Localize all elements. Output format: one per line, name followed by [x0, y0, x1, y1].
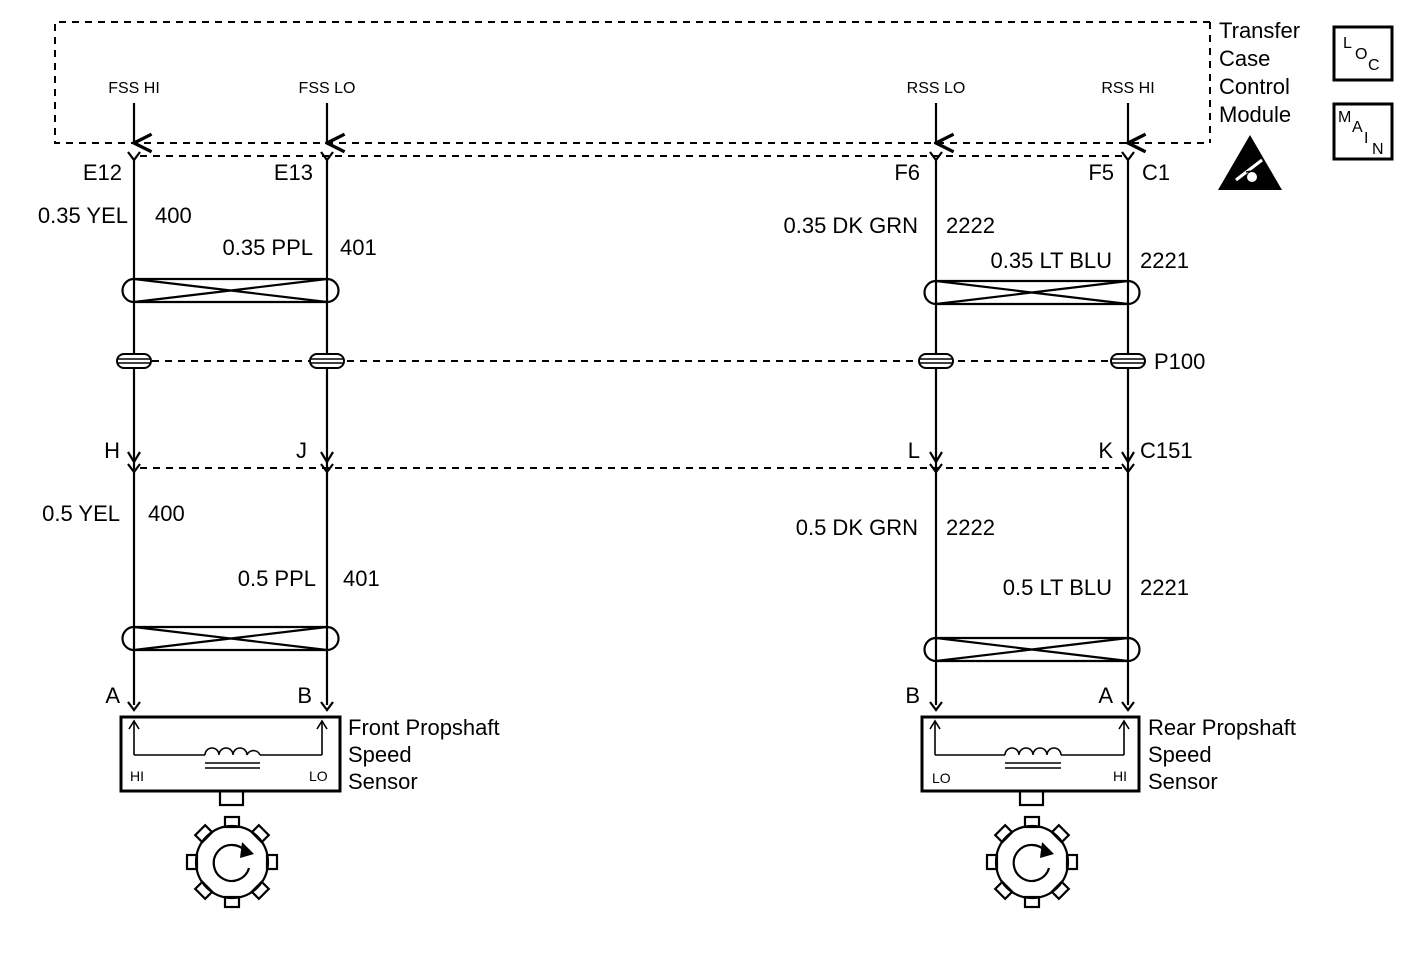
front-sensor-terminal-hi: HI: [130, 768, 144, 784]
main-badge: M A I N: [1332, 102, 1394, 161]
wire-2221-lower-circuit: 2221: [1140, 575, 1189, 600]
connector-c151: C151: [1140, 438, 1193, 463]
wire-2221-lower-gauge: 0.5 LT BLU: [1003, 575, 1112, 600]
wire-400-lower-circuit: 400: [148, 501, 185, 526]
front-sensor-pin-b: B: [297, 683, 312, 708]
wire-2222-lower-gauge: 0.5 DK GRN: [796, 515, 918, 540]
front-sensor-name-line-2: Speed: [348, 742, 412, 767]
wires: [132, 160, 1130, 705]
cavity-k: K: [1098, 438, 1113, 463]
pin-label-fss-hi: FSS HI: [108, 80, 160, 97]
module-box: [54, 21, 1211, 144]
rear-sensor-stem: [1018, 789, 1045, 807]
rear-sensor-name-line-3: Sensor: [1148, 769, 1218, 794]
reluctor-wheel-icon: [985, 815, 1079, 909]
coil-icon: [204, 747, 261, 769]
cavity-e13: E13: [274, 160, 313, 185]
rear-sensor-body: [920, 715, 1141, 793]
loc-badge-l: L: [1343, 35, 1352, 52]
wire-2222-lower-circuit: 2222: [946, 515, 995, 540]
front-sensor-pin-arrows: [127, 701, 334, 712]
loc-badge-c: C: [1368, 57, 1380, 74]
rear-sensor-terminal-lo: LO: [932, 770, 951, 786]
rear-sensor-pin-arrows: [929, 701, 1135, 712]
wire-401-lower-gauge: 0.5 PPL: [238, 566, 316, 591]
pass-through-grommets: [116, 353, 1146, 369]
cavity-j: J: [296, 438, 307, 463]
main-badge-n: N: [1372, 141, 1384, 158]
front-sensor-stem: [218, 789, 245, 807]
pin-label-rss-lo: RSS LO: [907, 80, 966, 97]
coil-icon: [1004, 747, 1062, 769]
main-badge-m: M: [1338, 109, 1351, 126]
cavity-e12: E12: [83, 160, 122, 185]
main-badge-a: A: [1352, 119, 1363, 136]
twisted-pair-rear-lower: [923, 636, 1141, 663]
wire-2222-upper-circuit: 2222: [946, 213, 995, 238]
wire-400-upper-circuit: 400: [155, 203, 192, 228]
esd-warning-icon: [1218, 135, 1282, 190]
module-pin-arrows: [134, 103, 1128, 143]
wire-401-upper-circuit: 401: [340, 235, 377, 260]
loc-badge-o: O: [1355, 46, 1367, 63]
module-title-line-2: Case: [1219, 46, 1270, 71]
rear-sensor-pin-a: A: [1098, 683, 1113, 708]
lower-connector-arrows: [127, 451, 1135, 474]
twisted-pair-rear-upper: [923, 279, 1141, 306]
wire-2221-upper-gauge: 0.35 LT BLU: [991, 248, 1112, 273]
main-badge-i: I: [1364, 130, 1368, 147]
wire-400-lower-gauge: 0.5 YEL: [42, 501, 120, 526]
cavity-l: L: [908, 438, 920, 463]
front-sensor-name-line-1: Front Propshaft: [348, 715, 500, 740]
wire-400-upper-gauge: 0.35 YEL: [38, 203, 128, 228]
module-title-line-3: Control: [1219, 74, 1290, 99]
module-title-line-1: Transfer: [1219, 18, 1300, 43]
twisted-pair-front-upper: [121, 277, 340, 304]
cavity-f5: F5: [1088, 160, 1114, 185]
front-sensor-name-line-3: Sensor: [348, 769, 418, 794]
front-sensor-terminal-lo: LO: [309, 768, 328, 784]
wire-2222-upper-gauge: 0.35 DK GRN: [784, 213, 919, 238]
module-title-line-4: Module: [1219, 102, 1291, 127]
reluctor-wheel-icon: [185, 815, 279, 909]
rear-sensor-terminal-hi: HI: [1113, 768, 1127, 784]
pass-through-id: P100: [1154, 349, 1205, 374]
wire-401-upper-gauge: 0.35 PPL: [222, 235, 313, 260]
module-title: Transfer Case Control Module: [1219, 18, 1300, 127]
wire-401-lower-circuit: 401: [343, 566, 380, 591]
upper-connector-chevrons: [127, 151, 1135, 162]
rear-sensor-name-line-1: Rear Propshaft: [1148, 715, 1296, 740]
front-sensor-pin-a: A: [105, 683, 120, 708]
twisted-pair-front-lower: [121, 625, 340, 652]
rear-sensor-name-line-2: Speed: [1148, 742, 1212, 767]
cavity-f6: F6: [894, 160, 920, 185]
cavity-h: H: [104, 438, 120, 463]
wire-2221-upper-circuit: 2221: [1140, 248, 1189, 273]
rear-sensor-pin-b: B: [905, 683, 920, 708]
pin-label-rss-hi: RSS HI: [1101, 80, 1154, 97]
front-sensor-body: [119, 715, 342, 793]
loc-badge: L O C: [1332, 25, 1394, 82]
pin-label-fss-lo: FSS LO: [299, 80, 356, 97]
connector-c1: C1: [1142, 160, 1170, 185]
